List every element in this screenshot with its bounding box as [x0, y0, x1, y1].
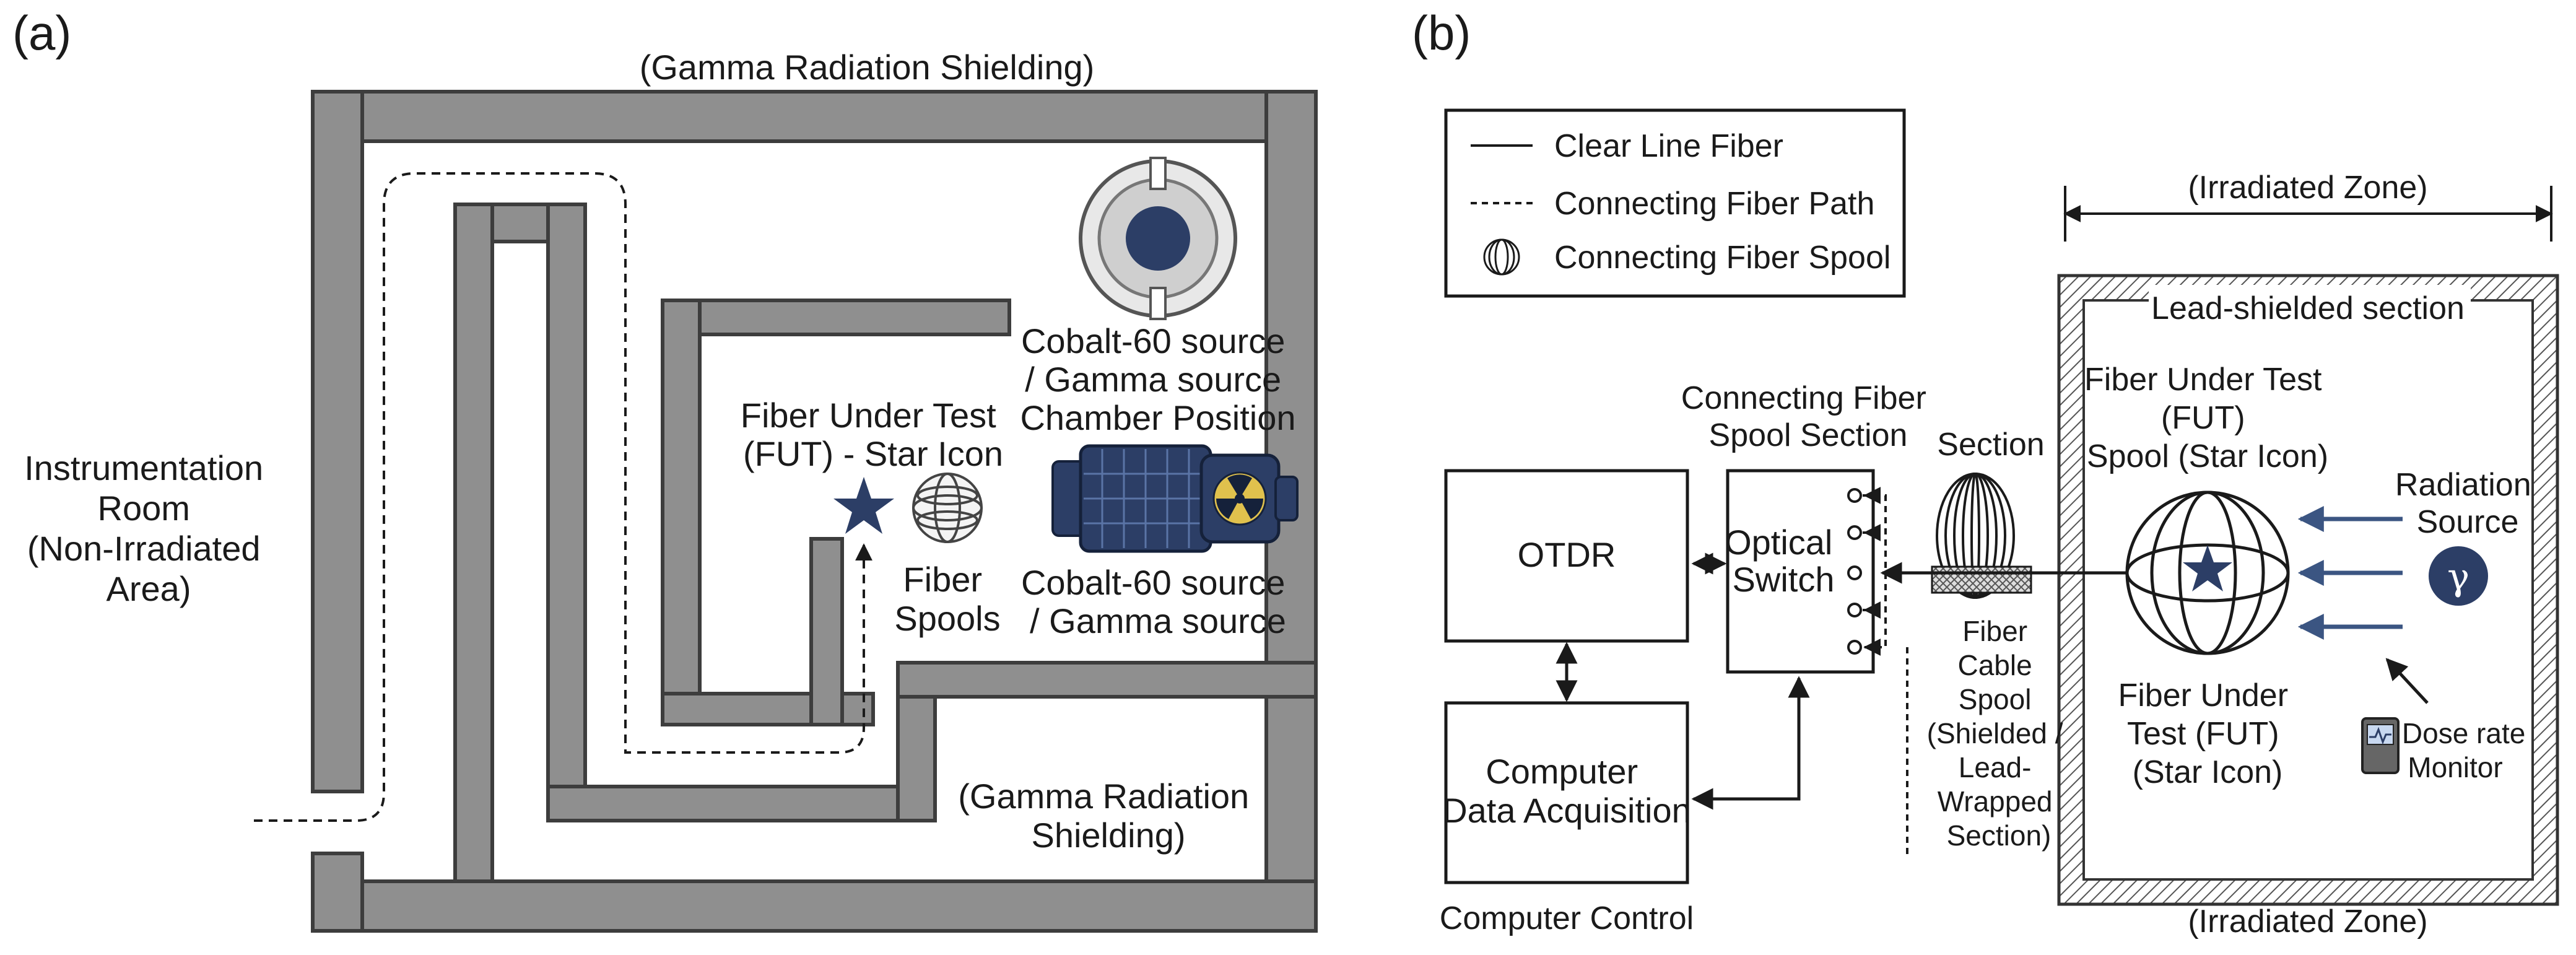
inner-wall-1 [453, 203, 494, 883]
otdr-label: OTDR [1518, 535, 1616, 574]
gamma-symbol: γ [2447, 556, 2469, 599]
chamber-position-label: Cobalt-60 source / Gamma source Chamber … [1020, 321, 1295, 437]
wall-bottom [311, 879, 1318, 933]
legend-connecting-path: Connecting Fiber Path [1554, 186, 1874, 222]
legend-spool-icon [1483, 238, 1520, 276]
section-label: Section [1937, 427, 2044, 463]
shielding-top-label: (Gamma Radiation Shielding) [640, 48, 1095, 87]
lead-wrap-block [1931, 565, 2032, 594]
wall-left-lower [311, 852, 364, 933]
switch-arrowheads [1863, 487, 1881, 656]
switch-ports [1847, 488, 1862, 655]
computer-switch-link [1691, 676, 1810, 810]
panel-b-tag: (b) [1412, 6, 1471, 60]
inner-floor [546, 785, 934, 822]
shielding-bottom-label: (Gamma Radiation Shielding) [958, 777, 1259, 855]
irradiated-zone-top-label: (Irradiated Zone) [2188, 170, 2427, 206]
shielding-walls [311, 90, 1318, 933]
legend-connecting-spool: Connecting Fiber Spool [1554, 240, 1891, 276]
panel-a-tag: (a) [12, 6, 71, 60]
radiation-source-label: Radiation Source [2395, 467, 2540, 540]
spool-section-label: Connecting Fiber Spool Section [1681, 380, 1935, 453]
cobalt-source-icon [1051, 444, 1299, 553]
connecting-fiber-path-a [254, 172, 872, 822]
otdr-box [1444, 469, 1689, 643]
fut-bottom-label: Fiber Under Test (FUT) (Star Icon) [2118, 678, 2297, 790]
wall-left-upper [311, 90, 364, 793]
radiation-arrows [2297, 506, 2403, 640]
fut-top-label: Fiber Under Test (FUT) Spool (Star Icon) [2084, 362, 2331, 474]
dose-monitor-icon [2361, 717, 2400, 774]
legend-clear-line: Clear Line Fiber [1554, 128, 1783, 164]
fut-star-icon-b [2183, 545, 2232, 591]
fiber-spool-icon-a [912, 473, 983, 543]
fut-label-a: Fiber Under Test (FUT) - Star Icon [741, 396, 1006, 473]
fiber-spools-label: Fiber Spools [894, 560, 1000, 638]
inner-wall-2 [546, 203, 587, 819]
gamma-source-icon [2429, 546, 2488, 606]
instrumentation-room-label: Instrumentation Room (Non-Irradiated Are… [24, 448, 273, 608]
legend: Clear Line Fiber Connecting Fiber Path C… [1444, 108, 1906, 298]
cobalt-source-label: Cobalt-60 source / Gamma source [1021, 563, 1295, 640]
fut-star-icon [833, 477, 894, 534]
chamber-icon [1079, 157, 1237, 320]
computer-box [1444, 701, 1689, 884]
dose-monitor-label: Dose rate Monitor [2402, 717, 2533, 783]
irradiated-zone-bottom-label: (Irradiated Zone) [2188, 904, 2427, 940]
maze-top [661, 299, 1011, 336]
inner-ledge [896, 661, 1318, 699]
monitor-arrow [2385, 658, 2429, 704]
lead-shielded-label: Lead-shielded section [2151, 290, 2465, 326]
panel-a: (a) (Gamma Radiation Shielding) Instrume… [12, 6, 1318, 933]
optical-switch-label: Optical Switch [1725, 523, 1842, 599]
wall-top [311, 90, 1318, 143]
fiber-cable-spool-label: Fiber Cable Spool (Shielded / Lead- Wrap… [1927, 615, 2071, 852]
computer-da-label: Computer Data Acquisition [1442, 752, 1691, 830]
panel-b: (b) Clear Line Fiber Connecting Fiber Pa… [1412, 6, 2559, 940]
maze-stub [809, 537, 844, 726]
computer-control-label: Computer Control [1440, 900, 1694, 936]
maze-left [661, 299, 702, 726]
